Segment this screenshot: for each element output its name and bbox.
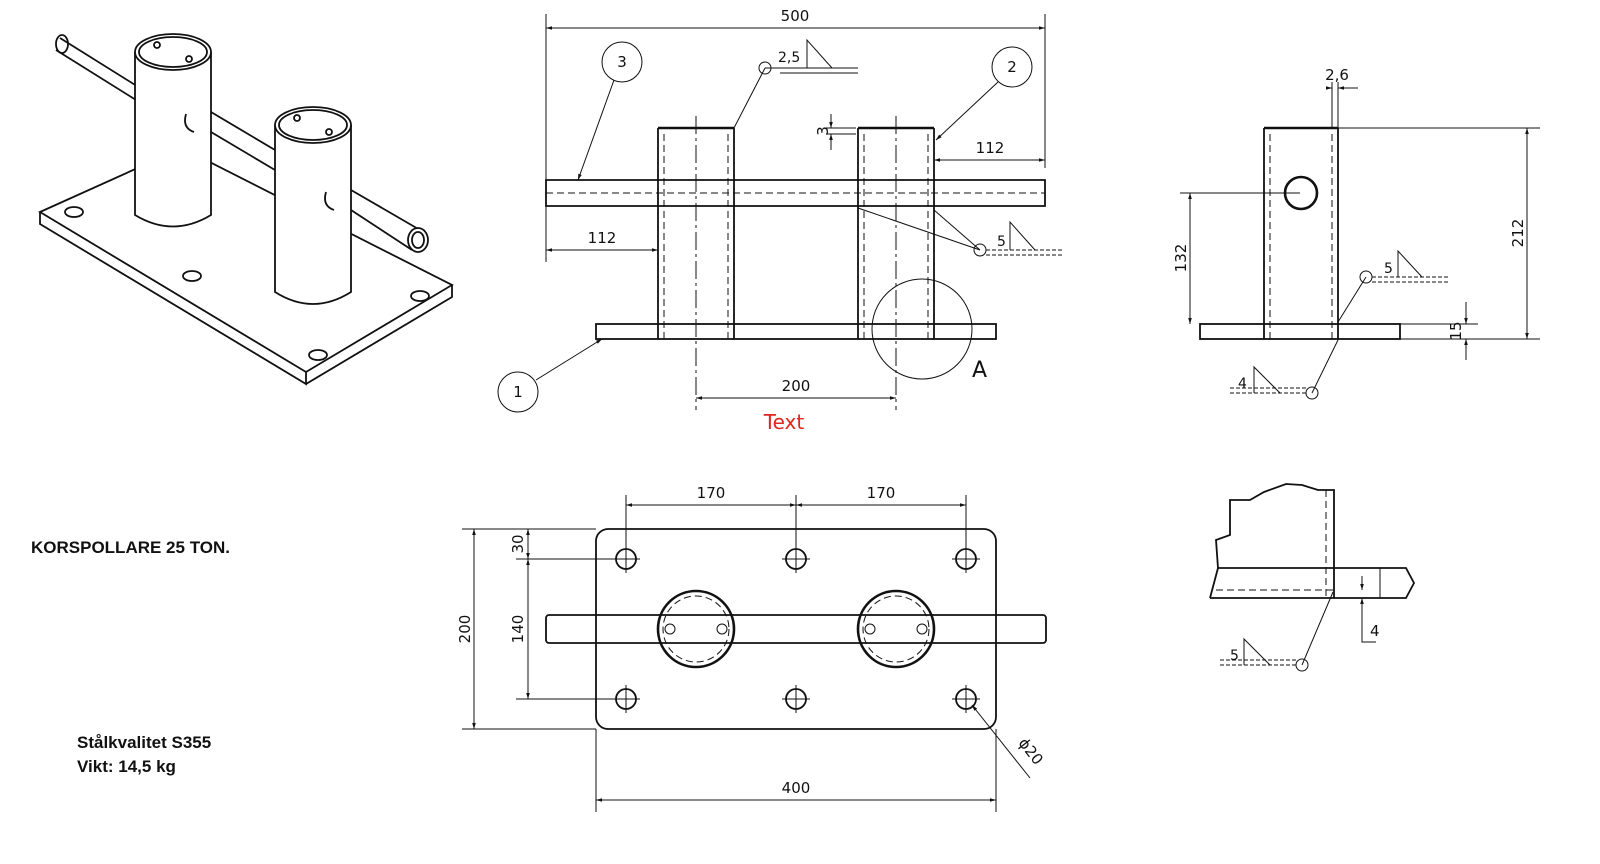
plan-view: 170 170 200 30 140 400 ϕ20 — [456, 484, 1047, 812]
weight-note: Vikt: 14,5 kg — [77, 757, 176, 776]
front-view: 500 112 112 200 3 2,5 5 A 3 2 — [497, 7, 1062, 434]
dim-bar-right: 112 — [976, 139, 1005, 157]
dim-hole-height: 132 — [1172, 244, 1190, 273]
weld-upper: 5 — [1384, 261, 1393, 277]
dim-plate-width: 200 — [456, 615, 474, 644]
weld-top: 2,5 — [778, 50, 800, 66]
isometric-view — [38, 33, 454, 386]
dim-hole-rows: 140 — [509, 615, 527, 644]
dim-overall: 500 — [781, 7, 810, 25]
dim-plate-length: 400 — [782, 779, 811, 797]
dim-hole-dia: ϕ20 — [1015, 734, 1047, 768]
dim-hole-pitch-right: 170 — [867, 484, 896, 502]
dim-gap: 4 — [1370, 622, 1380, 640]
dim-edge: 30 — [509, 534, 527, 553]
dim-total-height: 212 — [1509, 219, 1527, 248]
balloon-1: 1 — [513, 383, 523, 401]
weld-fillet: 5 — [1230, 648, 1239, 664]
weld-side: 5 — [997, 234, 1006, 250]
detail-label: A — [972, 358, 987, 383]
dim-hole-pitch-left: 170 — [697, 484, 726, 502]
dim-pipe-step: 3 — [814, 126, 832, 136]
drawing-title: KORSPOLLARE 25 TON. — [31, 538, 230, 557]
side-view: 2,6 132 212 15 5 4 — [1172, 66, 1540, 400]
weld-lower: 4 — [1238, 376, 1247, 392]
red-text-label: Text — [763, 410, 805, 434]
dim-bar-left: 112 — [588, 229, 617, 247]
detail-view: 4 5 — [1209, 483, 1416, 672]
dim-post-spacing: 200 — [782, 377, 811, 395]
balloon-2: 2 — [1007, 58, 1017, 76]
dim-plate: 15 — [1447, 321, 1465, 340]
dim-pipe-wall: 2,6 — [1325, 66, 1349, 84]
material-note: Stålkvalitet S355 — [77, 733, 212, 752]
balloon-3: 3 — [617, 53, 627, 71]
